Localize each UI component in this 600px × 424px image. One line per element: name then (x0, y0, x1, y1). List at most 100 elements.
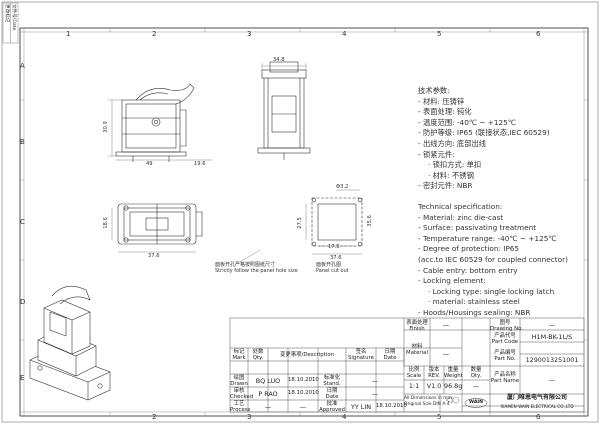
material-value: — (442, 350, 450, 358)
tech-params-cn: 技术参数: - 材料: 压铸锌 - 表面处理: 钝化 - 温度范围: -40℃ … (418, 86, 550, 192)
tech-en-line: - Cable entry: bottom entry (418, 265, 518, 275)
title-block (229, 317, 585, 413)
tech-cn-sub: · 锁扣方式: 单扣 (428, 160, 482, 170)
panel-hole-caption-cn: 面板开孔严格按照图纸尺寸 (215, 262, 276, 268)
drawing-no-value: — (548, 321, 556, 329)
dim-front-width: 37.6 (148, 253, 160, 259)
tech-en-line: - Surface: passivating treatment (418, 223, 537, 233)
dim-side-offset: 19.6 (194, 161, 206, 167)
zone-label-0: 1 (66, 30, 71, 38)
row-checked-date: 18.10.2010 (288, 390, 319, 396)
cutout-caption-en: Panel cut out (316, 268, 349, 274)
side-label-alter: 更改标记 (4, 4, 9, 23)
company-name-cn: 厦门唯恩电气有限公司 (506, 394, 567, 401)
zone-label-E: E (20, 374, 25, 382)
company-name-en: XIAMEN WAIN ELECTRICAL CO.,LTD (500, 404, 574, 409)
dim-cutout-height: 27.5 (296, 217, 303, 229)
tech-cn-sub: · 材料: 不锈钢 (428, 170, 474, 180)
tech-cn-line: - 表面处理: 钝化 (418, 107, 472, 117)
cutout-caption-cn: 面板开孔图 (316, 262, 342, 268)
row-drawn-name: BQ LUO (255, 377, 281, 385)
zone-label-bottom-1: 2 (152, 413, 157, 421)
row-stand-value: — (371, 377, 379, 385)
tech-en-title: Technical specification: (418, 202, 503, 211)
dim-side-height: 30.9 (102, 121, 109, 133)
tech-en-sub: · material: stainless steel (428, 297, 520, 307)
isometric-view (29, 285, 111, 401)
tech-en-last: - Hoods/Housings sealing: NBR (418, 307, 531, 317)
side-label-doc: 文件号/Date (11, 4, 16, 31)
tech-en-line: - Material: zinc die-cast (418, 212, 504, 222)
zone-label-bottom-4: 5 (437, 413, 442, 421)
dim-cutout-inner: 17.5 (328, 244, 340, 250)
tech-en-sub: · Locking type: single locking latch (428, 286, 555, 296)
zone-label-A: A (20, 62, 25, 70)
row-drawn-date: 18.10.2010 (288, 377, 319, 383)
zone-label-bottom-5: 6 (536, 413, 541, 421)
panel-cutout (311, 197, 363, 247)
tech-cn-line: - 防护等级: IP65 (联接状态,IEC 60529) (418, 128, 550, 138)
company-logo: WAIN (469, 400, 483, 405)
zone-label-bottom-2: 3 (247, 413, 252, 421)
tech-params-en: Technical specification: - Material: zin… (418, 202, 568, 319)
part-name-value: — (548, 376, 556, 384)
zone-label-B: B (20, 138, 25, 146)
tech-cn-line: - 温度范围: -40℃ ~ +125℃ (418, 117, 517, 127)
scale-value: 1:1 (408, 382, 420, 390)
rev-value: V1.0 (426, 382, 442, 390)
qty-value: — (472, 382, 480, 390)
weight-value: 96.8g (444, 382, 463, 390)
tech-cn-line: - 材料: 压铸锌 (418, 96, 465, 106)
tech-en-line: (acc.to IEC 60529 for coupled connector) (418, 254, 568, 264)
zone-label-1: 2 (152, 30, 157, 38)
row-approved-name: YY LIN (350, 403, 372, 411)
dim-front-height: 18.6 (102, 217, 109, 229)
tech-en-line: - Degree of protection: IP65 (418, 244, 520, 254)
side-view (115, 83, 195, 162)
front-view (257, 61, 311, 160)
dim-cutout-h2: 35.6 (366, 215, 373, 227)
zone-label-bottom-3: 4 (342, 413, 347, 421)
row-approved-date: 18.10.2010 (376, 403, 407, 409)
row-date-value: — (371, 390, 379, 398)
zone-label-3: 4 (342, 30, 347, 38)
dim-side-width: 49 (146, 161, 153, 167)
dim-top-width: 34.8 (273, 57, 285, 63)
logo-box (464, 398, 488, 408)
tech-en-line: - Temperature range: -40℃ ~ +125℃ (418, 233, 557, 243)
zone-label-C: C (20, 218, 25, 226)
tech-cn-line: - 出线方向: 底部出线 (418, 138, 487, 148)
row-process-date: — (299, 403, 307, 411)
tech-cn-line: - 锁紧元件: (418, 149, 455, 159)
tech-cn-title: 技术参数: (418, 86, 450, 95)
tech-en-line: - Locking element: (418, 276, 486, 286)
panel-hole-caption-en: Strictly follow the panel hole size (215, 268, 298, 274)
dim-cutout-hole: Φ3.2 (336, 184, 349, 190)
zone-label-D: D (20, 298, 26, 306)
row-checked-name: P RAO (258, 390, 278, 398)
part-no-value: 1290013251001 (525, 356, 579, 364)
finish-value: — (442, 321, 450, 329)
zone-label-2: 3 (247, 30, 252, 38)
bottom-view (117, 203, 203, 245)
tech-cn-last: - 密封元件: NBR (418, 181, 473, 191)
